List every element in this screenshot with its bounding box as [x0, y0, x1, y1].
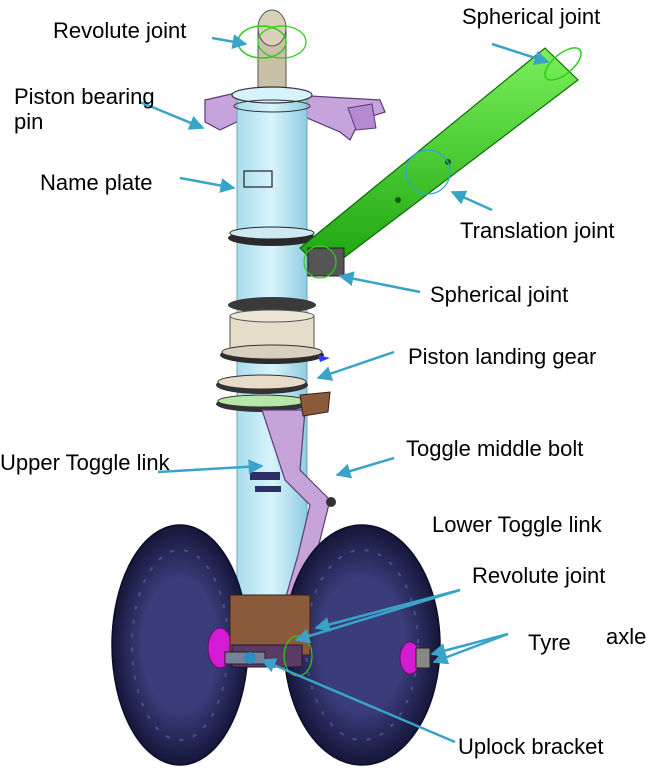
label-toggle-middle-bolt: Toggle middle bolt: [406, 436, 584, 461]
label-axle: axle: [606, 624, 647, 649]
label-revolute-joint-bottom: Revolute joint: [472, 563, 606, 588]
label-piston-bearing-pin: Piston bearing pin: [14, 84, 155, 135]
label-uplock-bracket: Uplock bracket: [458, 734, 604, 759]
name-plate-shape: [243, 170, 273, 188]
label-piston-landing-gear: Piston landing gear: [408, 344, 597, 369]
label-tyre: Tyre: [528, 630, 571, 655]
spherical-joint-body: [307, 247, 345, 277]
label-spherical-joint-mid: Spherical joint: [430, 282, 569, 307]
label-translation-joint: Translation joint: [460, 218, 615, 243]
leader-arrows: [139, 34, 550, 744]
label-spherical-joint-top: Spherical joint: [462, 4, 601, 29]
label-upper-toggle-link: Upper Toggle link: [0, 450, 170, 475]
side-brace: [299, 47, 582, 279]
label-revolute-joint-top: Revolute joint: [53, 18, 187, 43]
label-lower-toggle-link: Lower Toggle link: [432, 512, 602, 537]
top-rod: [257, 9, 287, 91]
left-tyre: [111, 524, 249, 766]
label-name-plate: Name plate: [40, 170, 153, 195]
main-strut: [216, 86, 330, 603]
